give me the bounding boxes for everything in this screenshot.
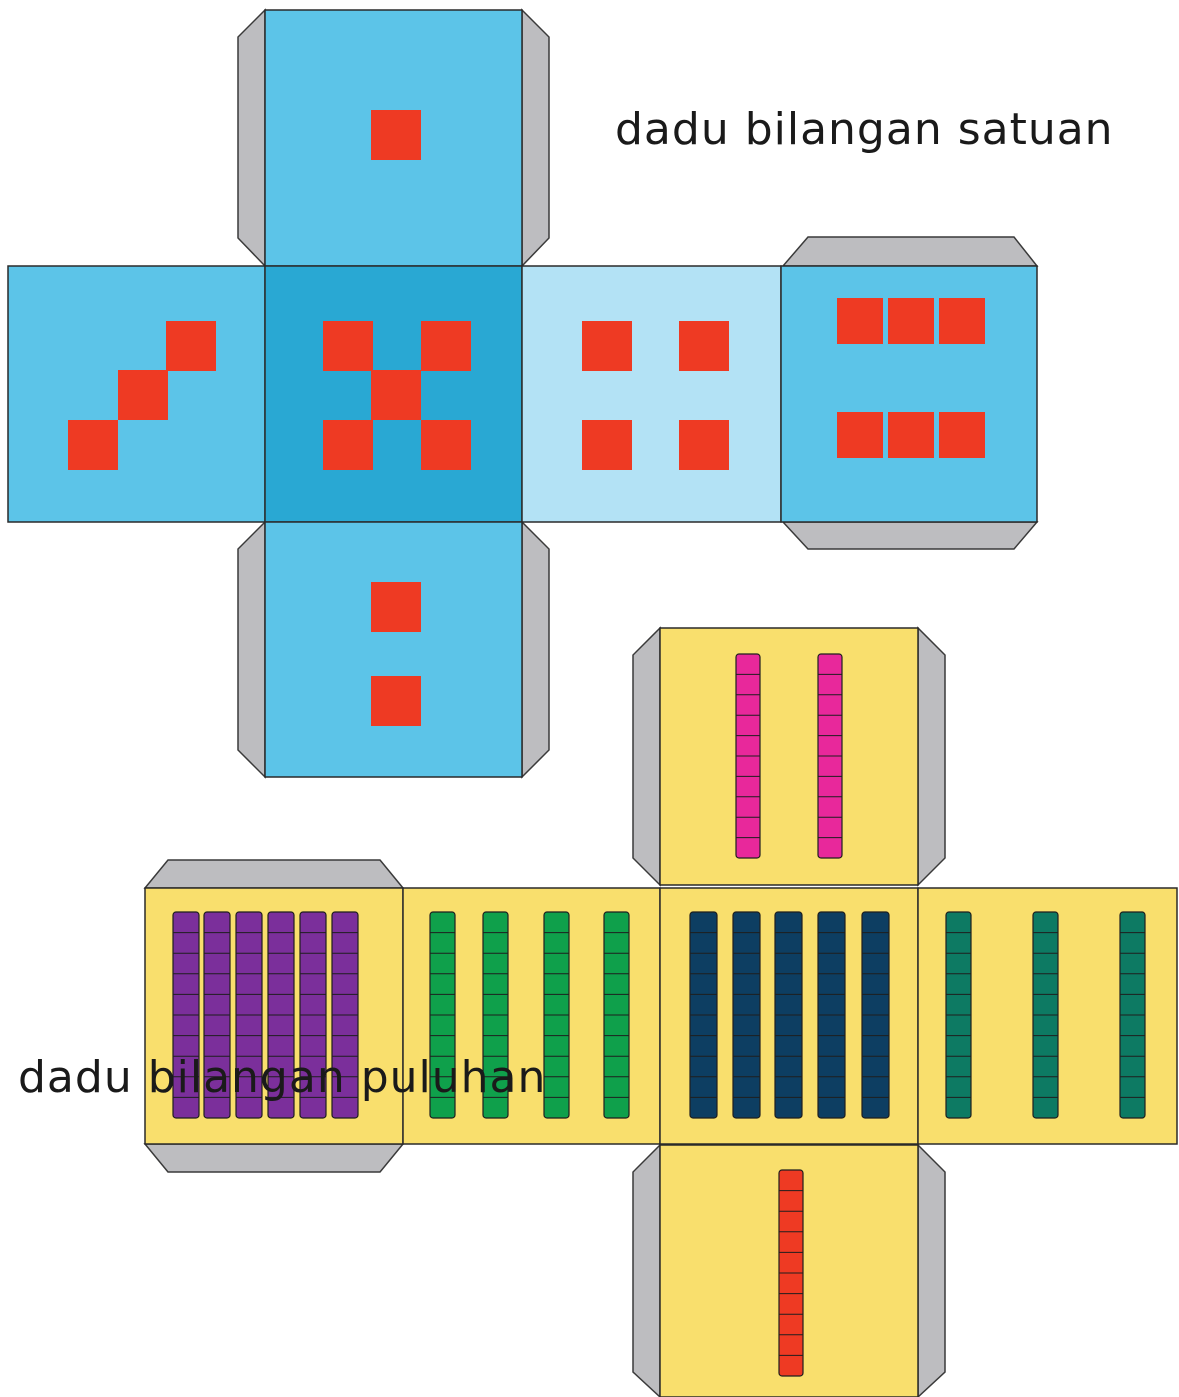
pip xyxy=(837,412,883,458)
ten-rod xyxy=(203,911,231,1119)
ten-rod xyxy=(735,653,761,859)
ten-rod xyxy=(331,911,359,1119)
tens-die-net xyxy=(144,627,1178,1397)
pip xyxy=(679,420,729,470)
pip xyxy=(888,298,934,344)
ten-rod xyxy=(299,911,327,1119)
units-face-right xyxy=(521,265,782,523)
pip xyxy=(118,370,168,420)
ten-rod xyxy=(774,911,803,1119)
glue-tab xyxy=(237,8,266,268)
glue-tab xyxy=(632,1143,661,1397)
glue-tab xyxy=(917,626,946,887)
ten-rod xyxy=(543,911,570,1119)
ten-rod xyxy=(172,911,200,1119)
ten-rod xyxy=(945,911,972,1119)
pip xyxy=(837,298,883,344)
ten-rod xyxy=(1032,911,1059,1119)
pip xyxy=(582,420,632,470)
pip xyxy=(421,420,471,470)
pip xyxy=(888,412,934,458)
glue-tab xyxy=(521,8,550,268)
tens-face-top xyxy=(659,627,919,886)
glue-tabs xyxy=(143,8,1039,1397)
glue-tab xyxy=(143,1143,405,1173)
pip xyxy=(371,676,421,726)
ten-rod xyxy=(603,911,630,1119)
units-die-net xyxy=(7,9,1038,778)
tens-die-caption: dadu bilangan puluhan xyxy=(18,1052,547,1103)
pip xyxy=(421,321,471,371)
glue-tab xyxy=(781,236,1039,267)
pip xyxy=(323,321,373,371)
ten-rod xyxy=(267,911,295,1119)
ten-rod xyxy=(732,911,761,1119)
ten-rod xyxy=(235,911,263,1119)
pip xyxy=(939,298,985,344)
ten-rod xyxy=(778,1169,804,1377)
pip xyxy=(582,321,632,371)
pip xyxy=(323,420,373,470)
pip xyxy=(679,321,729,371)
ten-rod xyxy=(817,911,846,1119)
ten-rod xyxy=(689,911,718,1119)
pip xyxy=(166,321,216,371)
glue-tab xyxy=(237,520,266,779)
ten-rod xyxy=(429,911,456,1119)
units-face-bottom xyxy=(264,521,523,778)
ten-rod xyxy=(817,653,843,859)
pip xyxy=(371,582,421,632)
pip xyxy=(371,370,421,420)
pip xyxy=(68,420,118,470)
glue-tab xyxy=(632,626,661,887)
glue-tab xyxy=(143,859,405,889)
ten-rod xyxy=(1119,911,1146,1119)
glue-tab xyxy=(781,521,1039,550)
pip xyxy=(371,110,421,160)
glue-tab xyxy=(521,520,550,779)
units-die-caption: dadu bilangan satuan xyxy=(615,104,1114,155)
pip xyxy=(939,412,985,458)
ten-rod xyxy=(482,911,509,1119)
glue-tab xyxy=(917,1143,946,1397)
ten-rod xyxy=(861,911,890,1119)
